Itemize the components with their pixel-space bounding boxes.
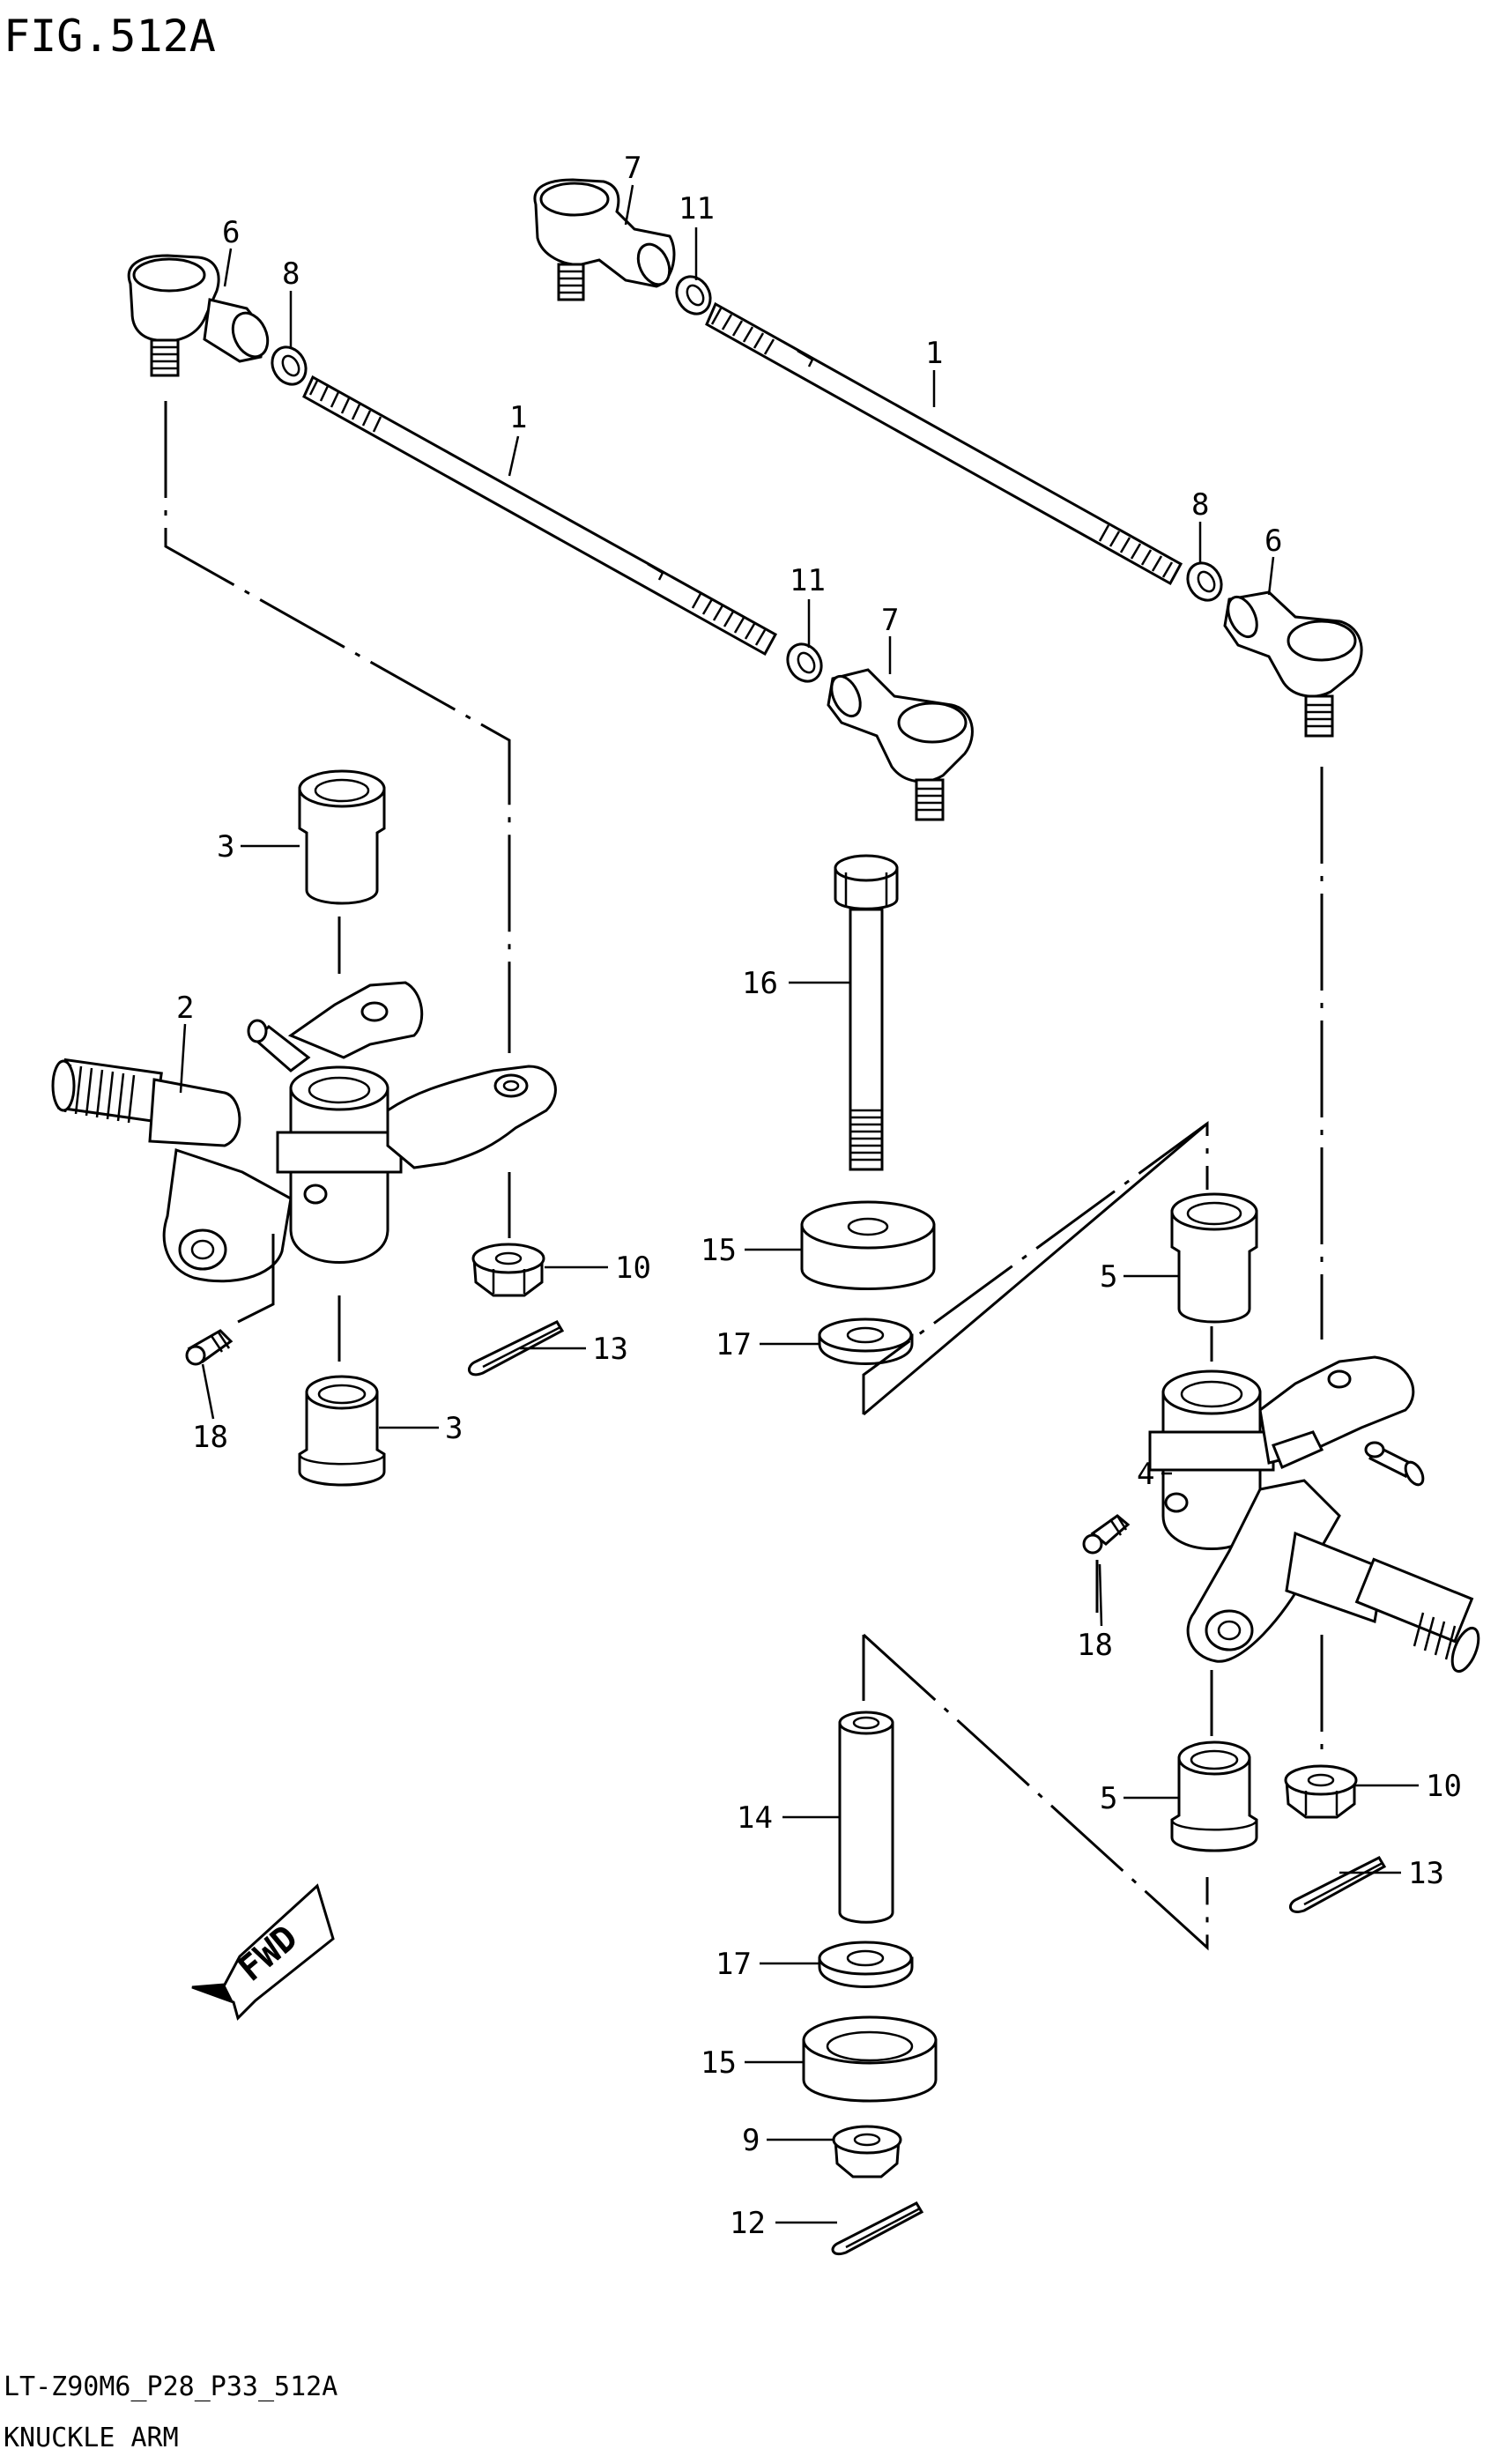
model-code: LT-Z90M6_P28_P33_512A bbox=[4, 2371, 337, 2402]
callout-15b: 15 bbox=[701, 2045, 737, 2081]
grease-nipple-18-left bbox=[185, 1329, 234, 1366]
castle-nut-9 bbox=[832, 2125, 902, 2178]
callout-14: 14 bbox=[737, 1800, 773, 1836]
castle-nut-10-left bbox=[471, 1243, 545, 1297]
callout-7b: 7 bbox=[881, 603, 899, 638]
callout-1b: 1 bbox=[925, 336, 943, 371]
tie-rod-left bbox=[302, 375, 778, 657]
callout-17a: 17 bbox=[716, 1327, 752, 1362]
callout-3a: 3 bbox=[217, 829, 234, 865]
tie-rod-end-right-outer bbox=[1223, 590, 1363, 738]
assembly-lines bbox=[164, 401, 1324, 1951]
cotter-pin-13-right bbox=[1289, 1856, 1387, 1913]
collar-15-lower bbox=[802, 2015, 938, 2103]
callout-13a: 13 bbox=[592, 1332, 628, 1367]
washer-17-lower bbox=[818, 1941, 914, 1988]
cotter-pin-12 bbox=[831, 2201, 924, 2256]
callout-6b: 6 bbox=[1264, 523, 1282, 559]
knuckle-arm-left bbox=[51, 981, 557, 1283]
callout-13b: 13 bbox=[1408, 1856, 1444, 1891]
knuckle-arm-right bbox=[1148, 1355, 1480, 1674]
nut-8-right bbox=[1186, 561, 1223, 602]
fwd-arrow-icon: FWD bbox=[191, 1883, 335, 2021]
tie-rod-end-left-inner bbox=[827, 668, 974, 821]
bushing-5-upper bbox=[1170, 1192, 1258, 1324]
bushing-5-lower bbox=[1170, 1740, 1258, 1852]
callout-9: 9 bbox=[742, 2123, 760, 2158]
tie-rod-end-left-outer bbox=[127, 254, 270, 377]
callout-5b: 5 bbox=[1100, 1781, 1117, 1816]
grease-nipple-18-right bbox=[1082, 1514, 1131, 1555]
nut-11-right bbox=[675, 275, 712, 315]
tie-rod-end-right-inner bbox=[533, 178, 676, 301]
bushing-3-upper bbox=[298, 769, 386, 905]
nut-8-left bbox=[271, 345, 308, 386]
callout-17b: 17 bbox=[716, 1947, 752, 1982]
callout-10a: 10 bbox=[615, 1251, 651, 1286]
callout-18a: 18 bbox=[192, 1420, 228, 1455]
washer-17-upper bbox=[818, 1317, 914, 1365]
callout-8a: 8 bbox=[282, 256, 300, 292]
shaft-14 bbox=[838, 1711, 894, 1924]
callout-11b: 11 bbox=[790, 563, 826, 598]
collar-15-upper bbox=[800, 1200, 936, 1290]
bushing-3-lower bbox=[298, 1375, 386, 1487]
figure-title: FIG.512A bbox=[4, 11, 216, 62]
cotter-pin-13-left bbox=[468, 1320, 565, 1377]
leader-lines bbox=[179, 184, 1419, 2224]
castle-nut-10-right bbox=[1284, 1764, 1358, 1819]
callout-18b: 18 bbox=[1077, 1628, 1113, 1663]
callout-10b: 10 bbox=[1426, 1769, 1462, 1804]
callout-8b: 8 bbox=[1191, 487, 1209, 523]
callout-2: 2 bbox=[176, 991, 194, 1026]
callout-4: 4 bbox=[1137, 1457, 1154, 1492]
callout-1a: 1 bbox=[509, 400, 527, 435]
bolt-16 bbox=[834, 854, 899, 1171]
callout-16: 16 bbox=[742, 966, 778, 1001]
callout-6a: 6 bbox=[222, 215, 240, 250]
callout-11a: 11 bbox=[679, 191, 715, 226]
callout-15a: 15 bbox=[701, 1233, 737, 1268]
callout-12: 12 bbox=[730, 2206, 766, 2241]
callout-7a: 7 bbox=[624, 151, 641, 186]
nut-11-left bbox=[786, 642, 823, 683]
callout-3b: 3 bbox=[445, 1411, 463, 1446]
section-name: KNUCKLE ARM bbox=[4, 2423, 179, 2453]
callout-5a: 5 bbox=[1100, 1259, 1117, 1295]
callout-labels: 1 1 2 3 3 4 5 5 6 6 7 7 8 8 9 10 10 11 1… bbox=[176, 151, 1462, 2241]
tie-rod-right bbox=[705, 301, 1183, 586]
